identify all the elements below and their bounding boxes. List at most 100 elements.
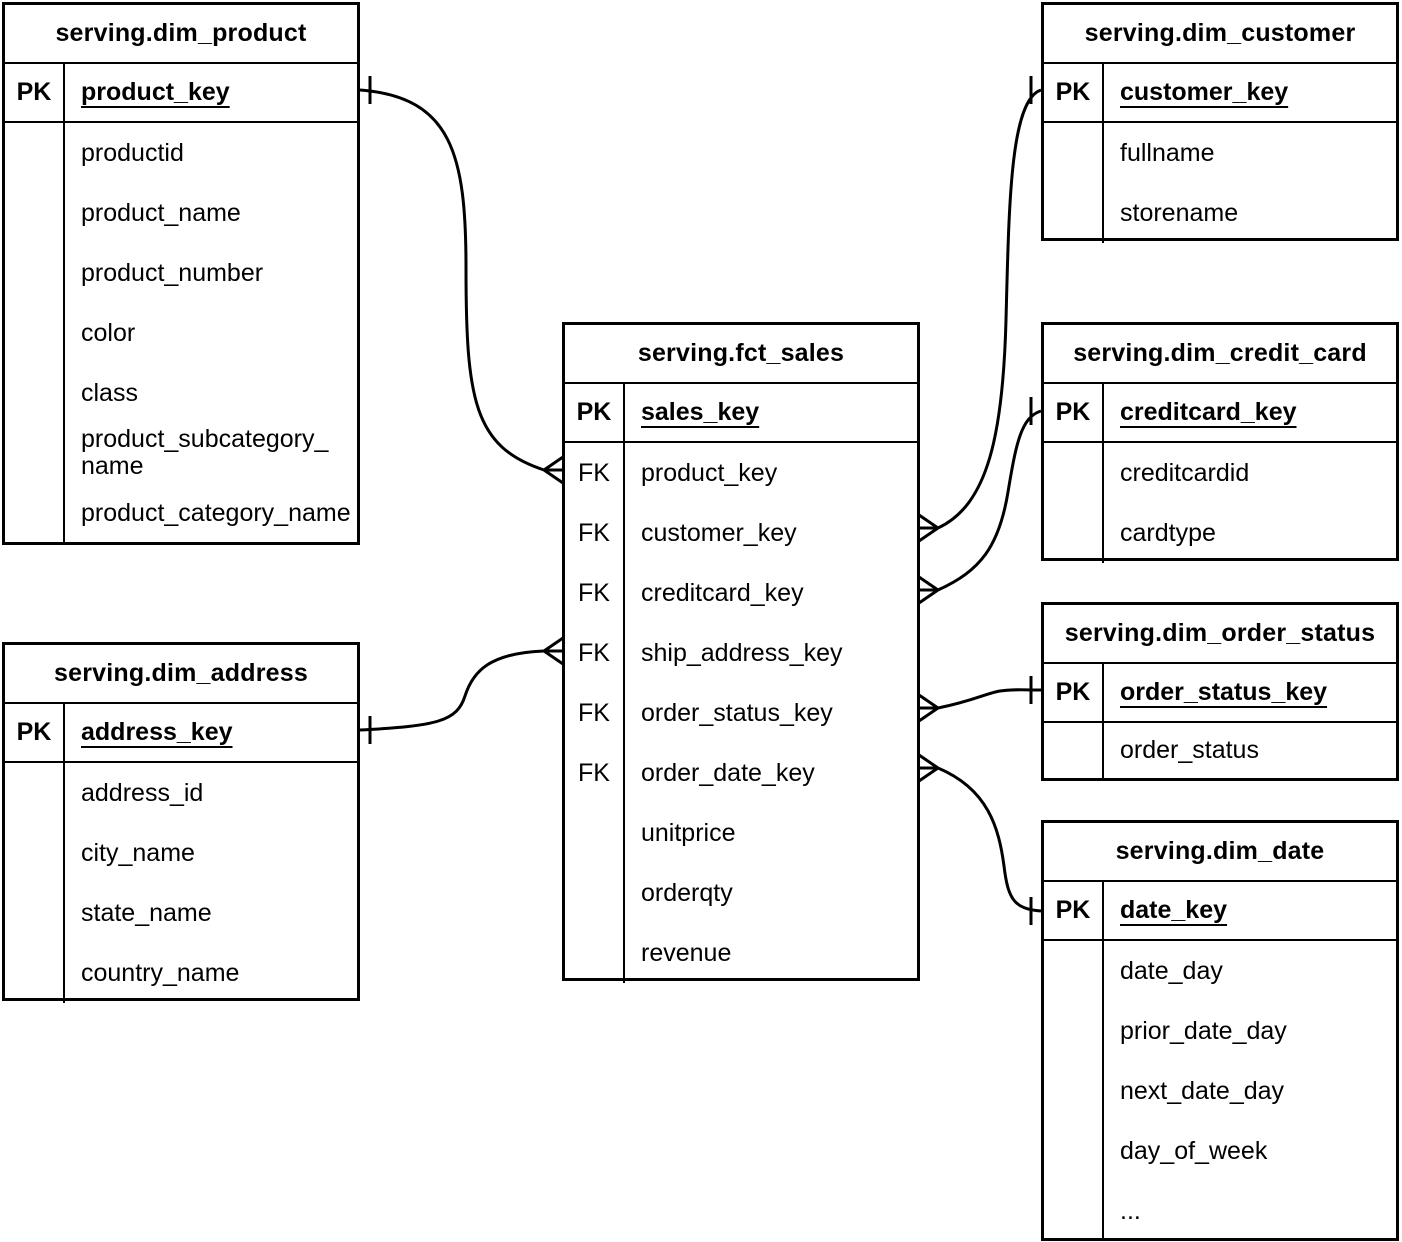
pk-row: PK address_key [5, 704, 357, 763]
relationship-line [359, 649, 545, 732]
field-name: creditcard_key [641, 578, 804, 607]
field-row: day_of_week [1044, 1121, 1396, 1181]
relationship-line [937, 688, 1042, 710]
table-body: productid product_name product_number co… [5, 123, 357, 543]
pk-badge: PK [5, 704, 65, 761]
relationship-line [359, 88, 545, 472]
table-body: creditcardid cardtype [1044, 443, 1396, 563]
field-row: product_category_name [5, 483, 357, 543]
table-body: fullname storename [1044, 123, 1396, 243]
field-name: ... [1120, 1196, 1141, 1225]
table-title: serving.dim_credit_card [1044, 325, 1396, 384]
fk-badge: FK [565, 443, 625, 503]
table-dim-credit-card: serving.dim_credit_card PK creditcard_ke… [1041, 322, 1399, 563]
field-row: FK order_status_key [565, 683, 917, 743]
crow-foot-marker [918, 753, 939, 783]
table-title: serving.fct_sales [565, 325, 917, 384]
field-row: product_number [5, 243, 357, 303]
pk-field-name: product_key [81, 78, 230, 106]
field-row: orderqty [565, 863, 917, 923]
field-row: FK product_key [565, 443, 917, 503]
field-name: unitprice [641, 818, 736, 847]
field-row: date_day [1044, 941, 1396, 1001]
field-name: prior_date_day [1120, 1016, 1287, 1045]
pk-badge: PK [1044, 64, 1104, 121]
field-name: product_key [641, 458, 778, 487]
relationship-sales-customer [918, 76, 1042, 543]
field-row: storename [1044, 183, 1396, 243]
relationship-sales-creditcard [918, 397, 1042, 605]
pk-badge: PK [1044, 882, 1104, 939]
field-name: product_name [81, 198, 241, 227]
table-dim-order-status: serving.dim_order_status PK order_status… [1041, 602, 1399, 781]
field-name: next_date_day [1120, 1076, 1285, 1105]
pk-field-name: customer_key [1120, 78, 1289, 106]
relationship-address-sales [359, 636, 564, 744]
pk-row: PK product_key [5, 64, 357, 123]
pk-row: PK sales_key [565, 384, 917, 443]
crow-foot-marker [918, 513, 939, 543]
relationship-line [937, 766, 1042, 913]
pk-badge: PK [565, 384, 625, 441]
field-row: class [5, 363, 357, 423]
field-name: orderqty [641, 878, 733, 907]
table-dim-date: serving.dim_date PK date_key date_day pr… [1041, 820, 1399, 1241]
pk-field-name: date_key [1120, 896, 1228, 924]
relationship-product-sales [359, 76, 564, 485]
field-row: product_name [5, 183, 357, 243]
relationship-line [937, 409, 1042, 592]
field-name: city_name [81, 838, 195, 867]
field-row: fullname [1044, 123, 1396, 183]
table-title: serving.dim_product [5, 5, 357, 64]
field-name: storename [1120, 198, 1239, 227]
pk-field-name: creditcard_key [1120, 398, 1297, 426]
field-row: ... [1044, 1181, 1396, 1241]
field-row: creditcardid [1044, 443, 1396, 503]
field-name: product_number [81, 258, 264, 287]
crow-foot-marker [543, 455, 564, 485]
fk-badge [565, 863, 625, 923]
field-name: fullname [1120, 138, 1215, 167]
crow-foot-marker [918, 693, 939, 723]
fk-badge [565, 923, 625, 983]
field-name: ship_address_key [641, 638, 843, 667]
table-body: date_day prior_date_day next_date_day da… [1044, 941, 1396, 1241]
field-row: city_name [5, 823, 357, 883]
table-body: address_id city_name state_name country_… [5, 763, 357, 1003]
pk-field-name: order_status_key [1120, 678, 1328, 706]
field-name: order_status [1120, 736, 1259, 764]
pk-field-name: address_key [81, 718, 233, 746]
field-row: unitprice [565, 803, 917, 863]
fk-badge [565, 803, 625, 863]
crow-foot-marker [918, 575, 939, 605]
relationship-line [937, 88, 1042, 530]
field-name: product_subcategory_ name [81, 425, 329, 480]
field-name: order_status_key [641, 698, 833, 727]
pk-row: PK customer_key [1044, 64, 1396, 123]
field-name: date_day [1120, 956, 1223, 985]
field-name: customer_key [641, 518, 797, 547]
pk-badge: PK [5, 64, 65, 121]
field-name: day_of_week [1120, 1136, 1268, 1165]
field-name: revenue [641, 938, 732, 967]
field-name: color [81, 318, 136, 347]
field-name: productid [81, 138, 184, 167]
fk-badge: FK [565, 743, 625, 803]
field-row: prior_date_day [1044, 1001, 1396, 1061]
table-body: order_status [1044, 723, 1396, 778]
field-row: address_id [5, 763, 357, 823]
fk-badge: FK [565, 683, 625, 743]
field-name: product_category_name [81, 498, 351, 527]
table-title: serving.dim_customer [1044, 5, 1396, 64]
relationship-sales-date [918, 753, 1042, 925]
field-row: color [5, 303, 357, 363]
pk-row: PK creditcard_key [1044, 384, 1396, 443]
field-row: country_name [5, 943, 357, 1003]
field-row: cardtype [1044, 503, 1396, 563]
